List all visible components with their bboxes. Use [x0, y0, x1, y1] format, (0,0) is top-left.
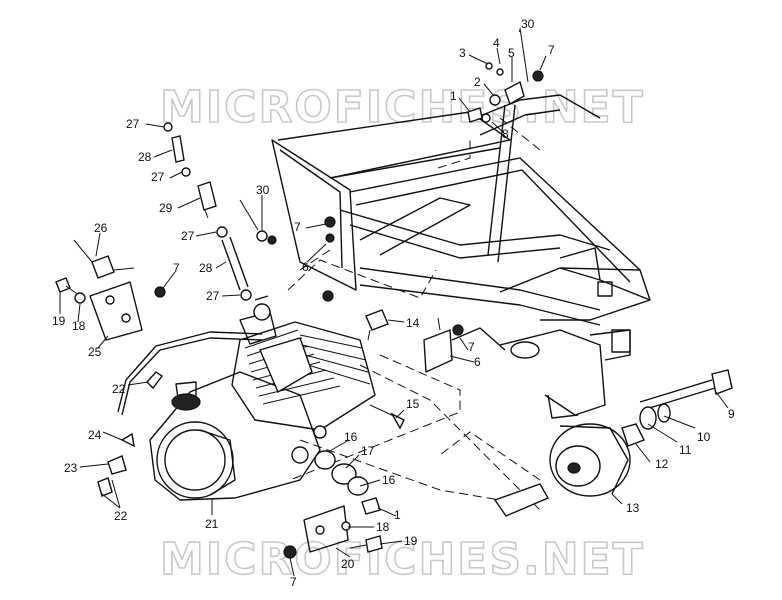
frame-chassis [271, 94, 651, 419]
callout: 7 [468, 340, 475, 354]
parts [55, 27, 733, 559]
callout: 17 [361, 444, 375, 458]
callout: 7 [294, 220, 301, 234]
leader-lines [59, 29, 729, 577]
assembly-lines [287, 117, 541, 511]
callout: 22 [114, 509, 128, 523]
callout: 6 [302, 260, 309, 274]
callout: 18 [72, 319, 86, 333]
callout: 26 [94, 221, 108, 235]
callout: 6 [474, 355, 481, 369]
callout: 9 [728, 407, 735, 421]
callout: 1 [450, 89, 457, 103]
callout: 11 [679, 443, 692, 457]
callout: 22 [112, 382, 126, 396]
callout: 12 [655, 457, 669, 471]
engine-assembly [149, 295, 376, 501]
callout-labels: 30 4 3 5 7 2 1 8 27 28 27 29 30 27 28 27… [52, 17, 735, 589]
callout: 14 [406, 316, 420, 330]
callout: 27 [126, 117, 140, 131]
callout: 8 [502, 127, 509, 141]
callout: 3 [459, 46, 466, 60]
callout: 20 [341, 557, 355, 571]
callout: 15 [406, 397, 420, 411]
callout: 29 [159, 201, 173, 215]
callout: 7 [548, 43, 555, 57]
callout: 18 [376, 520, 390, 534]
callout: 16 [344, 430, 358, 444]
callout: 5 [508, 46, 515, 60]
watermark-top: MICROFICHES.NET [160, 82, 645, 133]
callout: 7 [290, 575, 297, 589]
callout: 21 [205, 517, 219, 531]
callout: 13 [626, 501, 640, 515]
callout: 10 [697, 430, 711, 444]
callout: 30 [521, 17, 535, 31]
callout: 16 [382, 473, 396, 487]
callout: 27 [206, 289, 220, 303]
callout: 7 [173, 261, 180, 275]
callout: 23 [64, 461, 78, 475]
callout: 4 [493, 36, 500, 50]
callout: 2 [474, 75, 481, 89]
callout: 25 [88, 345, 102, 359]
watermark-bottom: MICROFICHES.NET [160, 534, 645, 585]
callout: 19 [404, 534, 418, 548]
callout: 27 [181, 229, 195, 243]
callout: 24 [88, 428, 102, 442]
fuel-line [121, 337, 263, 416]
callout: 27 [151, 170, 165, 184]
callout: 28 [199, 261, 213, 275]
callout: 28 [138, 150, 152, 164]
callout: 30 [256, 183, 270, 197]
callout: 19 [52, 314, 66, 328]
callout: 1 [394, 508, 401, 522]
